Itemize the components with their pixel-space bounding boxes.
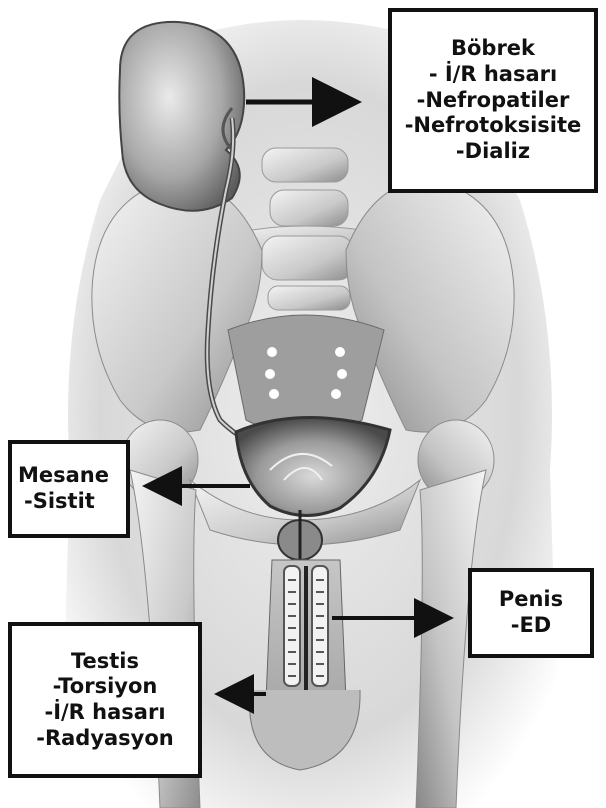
testis-title: Testis <box>12 649 198 675</box>
testis-item: -Radyasyon <box>12 726 198 752</box>
testis-item: -Torsiyon <box>12 674 198 700</box>
bladder-title: Mesane <box>18 463 126 489</box>
testis-item: -İ/R hasarı <box>12 700 198 726</box>
penis-item: -ED <box>472 613 590 639</box>
kidney-item: -Nefrotoksisite <box>392 113 594 139</box>
kidney-item: -Dializ <box>392 139 594 165</box>
testis-label-box: Testis -Torsiyon -İ/R hasarı -Radyasyon <box>8 622 202 778</box>
penis-label-box: Penis -ED <box>468 568 594 658</box>
kidney-item: - İ/R hasarı <box>392 62 594 88</box>
bladder-label-box: Mesane -Sistit <box>8 440 130 538</box>
bladder-item: -Sistit <box>18 489 126 515</box>
kidney-label-box: Böbrek - İ/R hasarı -Nefropatiler -Nefro… <box>388 8 598 193</box>
kidney-item: -Nefropatiler <box>392 88 594 114</box>
penis-title: Penis <box>472 587 590 613</box>
kidney-title: Böbrek <box>392 36 594 62</box>
